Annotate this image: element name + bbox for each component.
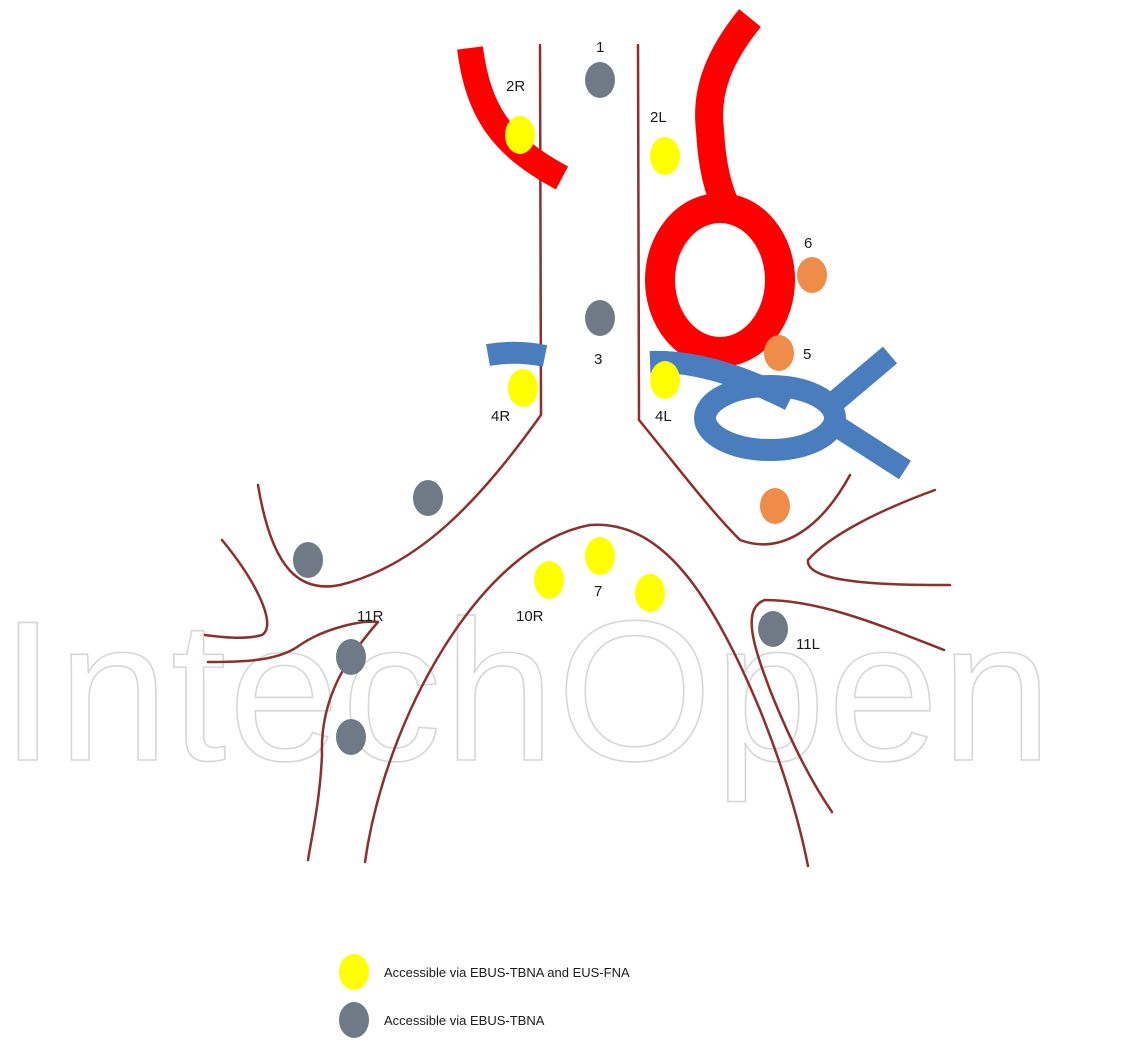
node-11R (336, 639, 366, 675)
legend-label-gray: Accessible via EBUS-TBNA (384, 1013, 545, 1028)
arteries (470, 18, 780, 352)
pulmonary-vessel-loop (705, 386, 835, 450)
vessel-branch-upper (825, 355, 890, 410)
aortic-arch (660, 208, 780, 352)
label-station-11L: 11L (796, 636, 820, 653)
node-1 (585, 62, 615, 98)
label-station-7: 7 (594, 583, 602, 600)
label-station-4R: 4R (491, 408, 510, 425)
label-station-11R: 11R (357, 608, 384, 625)
right-brachiocephalic-artery (470, 48, 562, 178)
label-station-5: 5 (803, 346, 811, 363)
node-5 (764, 335, 794, 371)
node-7-top (585, 537, 615, 575)
node-4R (508, 369, 538, 407)
label-station-1: 1 (596, 39, 604, 56)
label-station-2L: 2L (650, 109, 667, 126)
trachea-left-wall (638, 45, 639, 420)
node-10R-lower (293, 542, 323, 578)
node-6 (797, 257, 827, 293)
legend-label-yellow: Accessible via EBUS-TBNA and EUS-FNA (384, 965, 630, 980)
node-left-hilar-orange (760, 488, 790, 524)
node-4L (650, 361, 680, 399)
node-11R-lower (336, 719, 366, 755)
legend-yellow-swatch (339, 954, 369, 990)
label-station-4L: 4L (655, 408, 672, 425)
node-7-right (635, 574, 665, 612)
node-2R (505, 116, 535, 154)
left-subclavian-carotid-artery (709, 18, 750, 210)
legend-gray-swatch (339, 1002, 369, 1038)
legend: Accessible via EBUS-TBNA and EUS-FNA Acc… (339, 954, 630, 1038)
node-3 (585, 300, 615, 336)
left-upper-lobe-bronchus-wall (808, 490, 950, 585)
label-station-3: 3 (594, 351, 602, 368)
node-11L (758, 611, 788, 647)
azygos-vein (488, 353, 545, 356)
veins (488, 353, 905, 470)
label-station-6: 6 (804, 235, 812, 252)
label-station-10R: 10R (516, 608, 544, 625)
node-10R-upper (413, 480, 443, 516)
label-station-2R: 2R (506, 78, 525, 95)
node-7-left (534, 561, 564, 599)
vessel-branch-lower (835, 425, 905, 470)
node-2L (650, 137, 680, 175)
